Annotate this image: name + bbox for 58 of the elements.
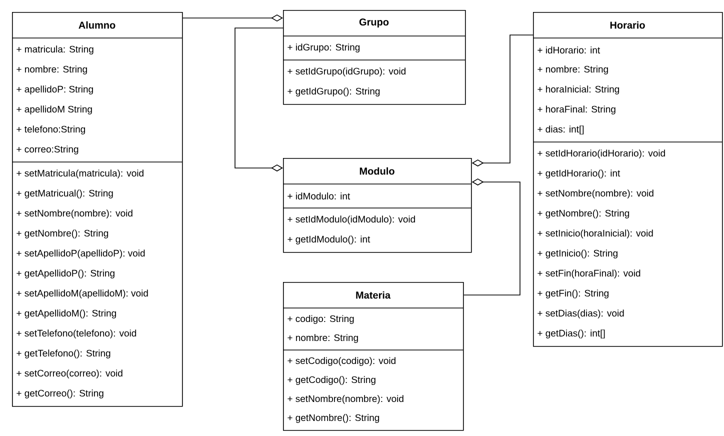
method: + setApellidoP(apellidoP): void bbox=[16, 250, 145, 258]
method: + getNombre(): String bbox=[288, 414, 380, 423]
attribute: + horaInicial: String bbox=[538, 86, 620, 94]
method: + setIdModulo(idModulo): void bbox=[288, 216, 415, 224]
method: + setTelefono(telefono): void bbox=[16, 330, 136, 338]
method: + getNombre(): String bbox=[16, 230, 108, 238]
attribute: + matricula: String bbox=[16, 46, 94, 54]
attribute: + nombre: String bbox=[538, 66, 608, 74]
attribute: + idModulo: int bbox=[288, 192, 350, 200]
class-name: Horario bbox=[610, 21, 645, 29]
method: + setNombre(nombre): void bbox=[288, 395, 404, 404]
attribute: + apellidoM String bbox=[16, 106, 92, 114]
attribute: + dias: int[] bbox=[538, 126, 584, 134]
method: + setMatricula(matricula): void bbox=[16, 170, 144, 178]
method: + getDias(): int[] bbox=[538, 330, 605, 338]
method: + getInicio(): String bbox=[538, 250, 618, 258]
attribute: + apellidoP: String bbox=[16, 86, 93, 94]
method: + getMatricual(): String bbox=[16, 190, 113, 198]
class-name: Materia bbox=[356, 291, 391, 299]
method: + getCorreo(): String bbox=[16, 390, 104, 398]
class-box bbox=[282, 158, 472, 253]
method: + getIdGrupo(): String bbox=[288, 88, 380, 96]
method: + setNombre(nombre): void bbox=[16, 210, 132, 218]
method: + getApellidoP(): String bbox=[16, 270, 114, 278]
method: + getTelefono(): String bbox=[16, 350, 110, 358]
class-box bbox=[532, 12, 723, 347]
method: + getApellidoM(): String bbox=[16, 310, 116, 318]
attribute: + nombre: String bbox=[16, 66, 87, 74]
attribute: + correo:String bbox=[16, 146, 78, 154]
attribute: + codigo: String bbox=[288, 315, 354, 324]
method: + setIdGrupo(idGrupo): void bbox=[288, 68, 406, 76]
class-box bbox=[282, 10, 466, 105]
aggregation-line bbox=[234, 28, 284, 172]
attribute: + horaFinal: String bbox=[538, 106, 616, 114]
attribute: + nombre: String bbox=[288, 334, 358, 343]
method: + setInicio(horaInicial): void bbox=[538, 230, 653, 238]
class-name: Grupo bbox=[359, 18, 389, 28]
class-box bbox=[282, 282, 464, 431]
method: + getIdHorario(): int bbox=[538, 170, 620, 178]
attribute: + telefono:String bbox=[16, 126, 86, 134]
method: + getFin(): String bbox=[538, 290, 608, 298]
class-box bbox=[12, 12, 183, 407]
aggregation-line bbox=[463, 178, 520, 296]
method: + setCodigo(codigo): void bbox=[288, 357, 396, 366]
method: + getCodigo(): String bbox=[288, 376, 376, 385]
class-name: Alumno bbox=[78, 21, 116, 29]
method: + getIdModulo(): int bbox=[288, 236, 370, 244]
attribute: + idHorario: int bbox=[538, 46, 600, 54]
method: + setIdHorario(idHorario): void bbox=[538, 150, 665, 158]
method: + setDias(dias): void bbox=[538, 310, 624, 318]
method: + setApellidoM(apellidoM): void bbox=[16, 290, 148, 298]
method: + setFin(horaFinal): void bbox=[538, 270, 640, 278]
method: + setCorreo(correo): void bbox=[16, 370, 122, 378]
aggregation-line bbox=[182, 14, 283, 22]
method: + setNombre(nombre): void bbox=[538, 190, 654, 198]
attribute: + idGrupo: String bbox=[288, 44, 360, 52]
method: + getNombre(): String bbox=[538, 210, 630, 218]
class-name: Modulo bbox=[360, 167, 394, 175]
